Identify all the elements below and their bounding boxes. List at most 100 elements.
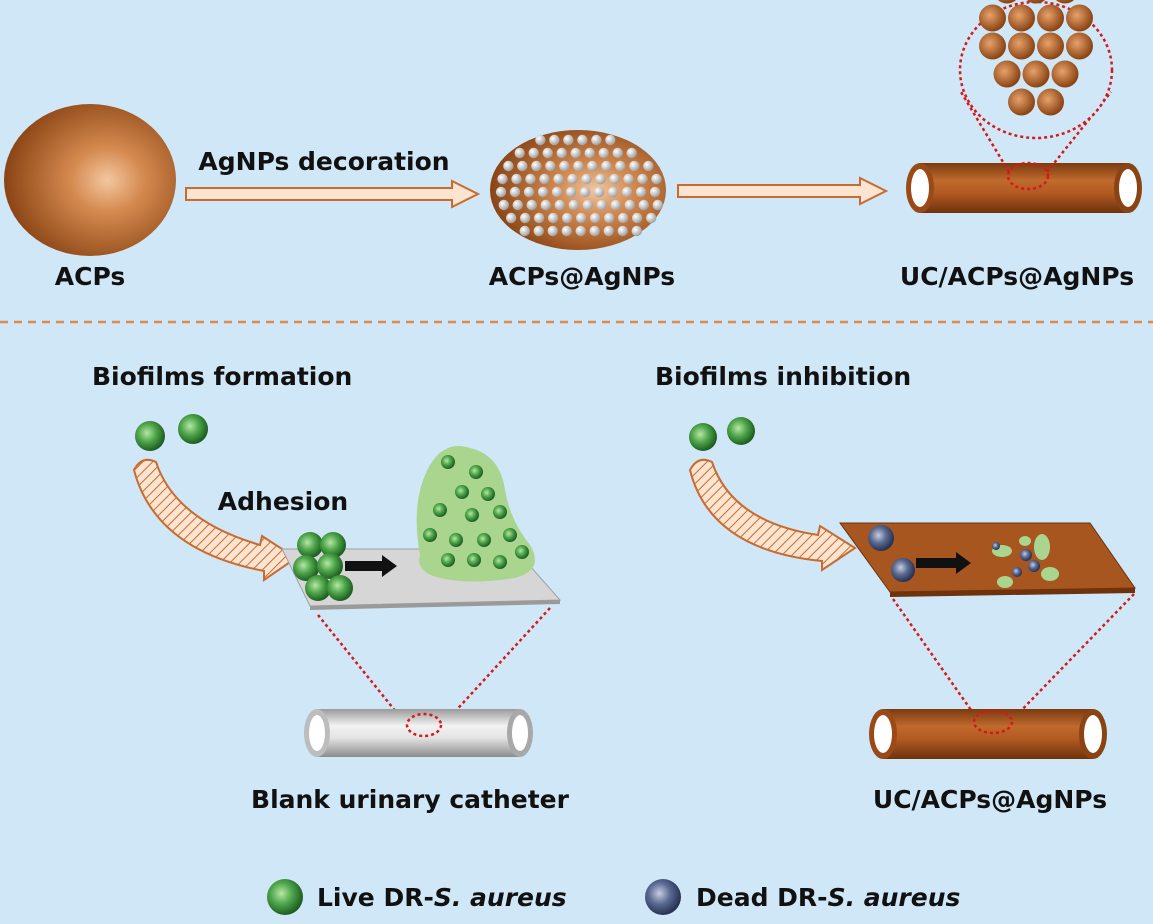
zoomed-acps-agnps — [1055, 0, 1075, 4]
agnp-dot — [519, 225, 530, 237]
zoomed-acps-agnps — [1051, 60, 1079, 88]
agnp-dot — [581, 173, 592, 185]
legend-live-species: S. aureus — [434, 883, 567, 912]
biofilms-formation-title: Biofilms formation — [92, 362, 352, 391]
live-bacterium-in-biofilm — [441, 455, 455, 469]
agnp-dot — [649, 186, 661, 198]
agnp-dot — [503, 160, 514, 172]
agnp-dot — [626, 147, 637, 159]
agnp-dot — [582, 199, 593, 211]
live-bacterium-in-biofilm — [441, 553, 455, 567]
agnp-dot — [517, 160, 528, 172]
agnp-dot — [595, 173, 606, 185]
agnp-dot — [575, 225, 586, 237]
live-bacterium — [727, 417, 755, 445]
zoom-magnifier-top — [958, 0, 1114, 191]
dead-bacterium — [891, 558, 915, 582]
live-bacterium — [297, 532, 323, 558]
live-bacterium — [135, 421, 165, 451]
live-bacterium — [317, 553, 343, 579]
agnp-dot — [547, 225, 558, 237]
agnp-dot — [605, 134, 616, 146]
coating-arrow — [677, 176, 889, 206]
acps-agnps-label: ACPs@AgNPs — [489, 262, 675, 291]
agnp-dot — [559, 160, 570, 172]
agnp-dot — [540, 199, 551, 211]
agnp-dot — [497, 173, 508, 185]
agnp-dot — [567, 173, 578, 185]
live-bacterium-in-biofilm — [455, 485, 469, 499]
arrow-decoration-label: AgNPs decoration — [198, 147, 449, 176]
live-bacterium-in-biofilm — [493, 555, 507, 569]
inhibition-arrow — [916, 552, 971, 574]
agnp-dot — [563, 134, 574, 146]
zoomed-acps-agnps — [979, 32, 1006, 60]
agnp-dot — [598, 147, 609, 159]
blank-urinary-catheter-label: Blank urinary catheter — [251, 785, 570, 814]
zoomed-acps-agnps — [997, 0, 1017, 4]
adhesion-label: Adhesion — [218, 487, 348, 516]
live-bacterium — [305, 575, 331, 601]
blank-urinary-catheter — [304, 709, 533, 757]
live-bacterium-in-biofilm — [493, 505, 507, 519]
agnp-dot — [607, 186, 619, 198]
acps-label: ACPs — [55, 262, 125, 291]
adhered-bacteria-cluster — [293, 532, 353, 601]
agnp-dot — [526, 199, 537, 211]
agnp-dot — [498, 199, 509, 211]
legend-live-prefix: Live DR- — [317, 883, 434, 912]
agnp-dot — [573, 160, 584, 172]
agnp-dot — [549, 134, 560, 146]
agnp-dot — [596, 199, 607, 211]
legend-dead-species: S. aureus — [828, 883, 961, 912]
agnp-dot — [615, 160, 626, 172]
agnp-dot — [577, 134, 588, 146]
biofilm-fragments — [992, 534, 1059, 588]
live-bacterium — [293, 555, 319, 581]
agnp-dot — [525, 173, 536, 185]
agnp-dot — [512, 199, 523, 211]
agnp-dot — [635, 186, 647, 198]
agnp-dot — [511, 173, 522, 185]
live-bacterium-in-biofilm — [467, 553, 481, 567]
zoomed-acps-agnps — [979, 4, 1006, 32]
agnp-dot — [554, 199, 565, 211]
legend-live-swatch — [267, 879, 303, 915]
live-bacterium-in-biofilm — [469, 465, 483, 479]
agnp-dot — [523, 186, 535, 198]
agnp-dot — [617, 225, 628, 237]
agnp-dot — [568, 199, 579, 211]
live-bacterium-in-biofilm — [433, 503, 447, 517]
live-bacterium-in-biofilm — [465, 508, 479, 522]
legend-live-label: Live DR-S. aureus — [317, 883, 567, 912]
agnp-dot — [519, 212, 531, 224]
live-bacterium — [320, 532, 346, 558]
zoom-lines-uc — [891, 593, 1135, 721]
agnp-dot — [561, 212, 573, 224]
live-bacterium-in-biofilm — [503, 528, 517, 542]
zoomed-acps-agnps — [1037, 88, 1064, 116]
zoomed-acps-agnps — [993, 60, 1021, 88]
agnp-dot — [547, 212, 559, 224]
agnp-dot — [542, 147, 553, 159]
zoomed-acps-agnps — [1008, 32, 1035, 60]
live-bacterium-in-biofilm — [515, 545, 529, 559]
agnp-dot — [612, 147, 623, 159]
agnp-dot — [623, 173, 634, 185]
zoomed-acps-agnps — [1008, 4, 1035, 32]
zoomed-acps-agnps — [1037, 32, 1064, 60]
acps-particle — [4, 104, 176, 256]
agnp-dot — [545, 160, 556, 172]
agnp-dot — [631, 212, 643, 224]
agnp-dot — [509, 186, 521, 198]
agnp-dot — [603, 225, 614, 237]
agnp-dot — [631, 225, 642, 237]
agnp-dot — [624, 199, 635, 211]
legend-dead-swatch — [645, 879, 681, 915]
agnp-dot — [539, 173, 550, 185]
agnp-dot — [528, 147, 539, 159]
zoomed-acps-agnps — [1008, 88, 1035, 116]
zoomed-acps-agnps — [1022, 60, 1050, 88]
live-bacterium — [178, 414, 208, 444]
